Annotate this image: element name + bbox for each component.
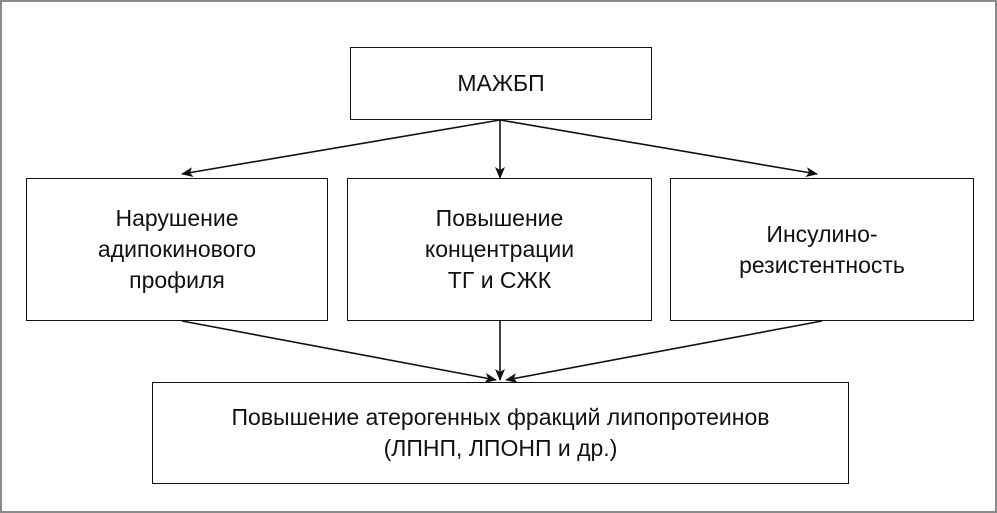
arrow-right-to-bottom — [505, 320, 823, 383]
node-atherogenic-lipoproteins: Повышение атерогенных фракций липопротеи… — [152, 382, 849, 484]
node-tg-ffa: Повышение концентрации ТГ и СЖК — [347, 178, 652, 321]
node-text: профиля — [129, 267, 225, 293]
arrow-left-to-bottom — [181, 320, 497, 383]
node-text: Повышение атерогенных фракций липопротеи… — [231, 404, 770, 430]
node-text: адипокинового — [97, 236, 257, 262]
arrow-top-to-right — [499, 119, 818, 178]
node-text: Инсулино- — [766, 220, 878, 247]
node-text: (ЛПНП, ЛПОНП и др.) — [383, 435, 618, 461]
node-text: концентрации — [424, 236, 575, 262]
arrow-top-to-left — [181, 119, 501, 178]
node-adipokine-profile: Нарушение адипокинового профиля — [26, 178, 328, 321]
node-text: Повышение — [435, 205, 564, 231]
node-insulin-resistance: Инсулино- резистентность — [670, 178, 974, 321]
node-text: Нарушение — [115, 205, 239, 231]
node-text: ТГ и СЖК — [447, 267, 552, 293]
node-text: резистентность — [739, 251, 905, 278]
node-text: МАЖБП — [457, 70, 545, 96]
node-mazhbp: МАЖБП — [350, 47, 652, 120]
